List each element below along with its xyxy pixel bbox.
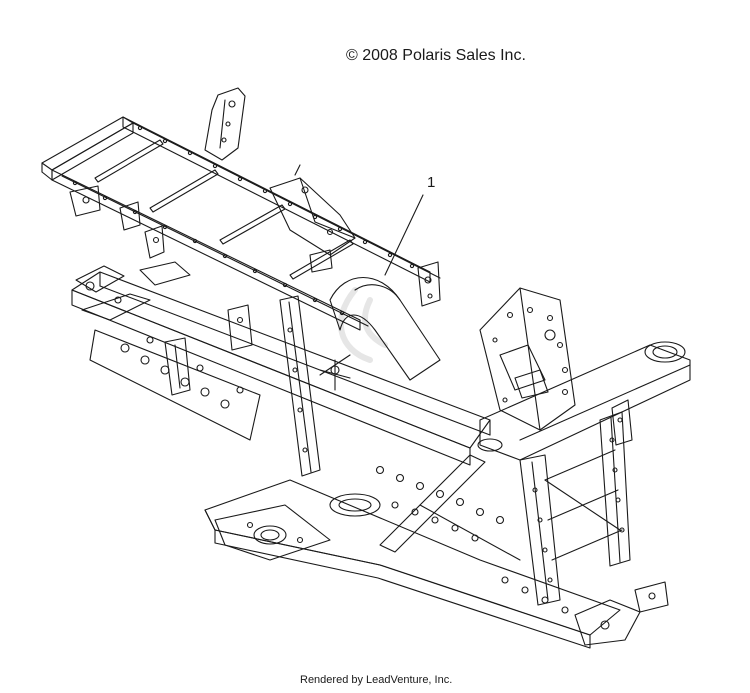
callout-leader-line [385,195,423,275]
tower-holes [493,308,568,403]
upper-subframe [42,88,440,330]
copyright-text: © 2008 Polaris Sales Inc. [346,47,526,64]
floor-holes [248,467,569,614]
watermark-logo [341,290,385,360]
main-frame [72,262,690,648]
rail-holes [73,126,413,314]
footer-credit: Rendered by LeadVenture, Inc. [300,674,453,686]
left-plate-holes [121,337,243,408]
leg-holes [533,438,624,582]
callout-label-1: 1 [427,174,436,191]
